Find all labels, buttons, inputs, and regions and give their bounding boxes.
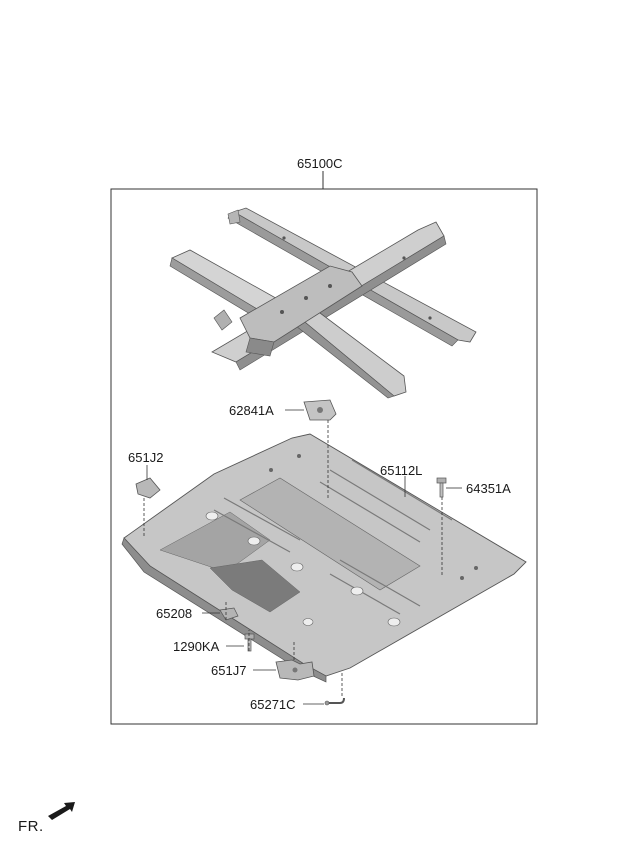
bracket-651j7-drawing xyxy=(275,659,315,681)
label-bracket-bottom: 651J7 xyxy=(211,663,247,678)
front-direction-label: FR. xyxy=(18,818,44,835)
label-floor-panel: 65112L xyxy=(380,463,423,478)
label-bracket-top: 62841A xyxy=(229,403,274,418)
bolt-1290ka-drawing xyxy=(244,633,255,652)
bolt-64351a-drawing xyxy=(436,477,447,498)
hook-65271c-drawing xyxy=(324,697,345,706)
leader-lines xyxy=(146,409,462,705)
floor-panel-drawing xyxy=(121,433,527,683)
label-bolt-small: 1290KA xyxy=(173,639,220,654)
label-clip: 65208 xyxy=(156,606,193,621)
clip-65208-drawing xyxy=(219,607,239,621)
label-bracket-left: 651J2 xyxy=(128,450,164,465)
label-hook: 65271C xyxy=(250,697,296,712)
label-assembly: 65100C xyxy=(297,156,343,171)
dashed-leader-lines xyxy=(143,420,443,696)
cross-member-assembly xyxy=(169,207,477,399)
bracket-62841a-drawing xyxy=(303,399,337,421)
bracket-651j2-drawing xyxy=(135,477,161,499)
front-arrow-icon xyxy=(48,802,75,820)
label-bolt-right: 64351A xyxy=(466,481,511,496)
assembly-frame xyxy=(110,188,538,725)
